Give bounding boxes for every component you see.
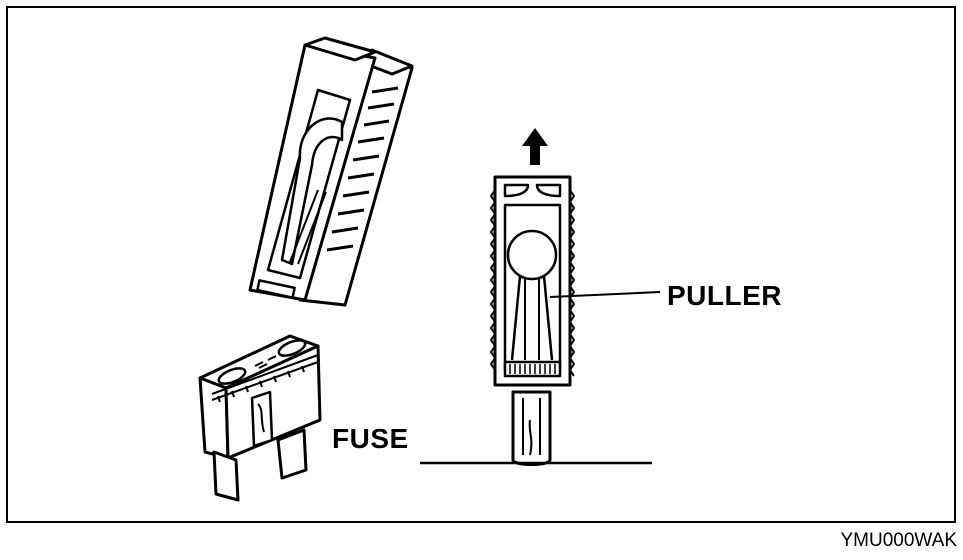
fuse-blade-right bbox=[276, 428, 308, 480]
puller-top-slot-right bbox=[535, 183, 562, 198]
fuse-body-side bbox=[224, 344, 322, 460]
up-arrow-icon bbox=[522, 128, 548, 165]
puller-label: PULLER bbox=[667, 280, 782, 311]
puller-serrated-edge-left bbox=[490, 189, 496, 371]
puller-leader-line bbox=[549, 291, 661, 298]
puller-grip-band bbox=[503, 360, 562, 378]
fuse-rating-mark bbox=[254, 355, 277, 369]
held-fuse-blade bbox=[511, 390, 552, 466]
puller-serrated-edge-right bbox=[569, 189, 575, 377]
fuse-rib-band bbox=[211, 354, 319, 403]
puller-round-window bbox=[506, 229, 558, 281]
fuse-blade-left bbox=[212, 450, 240, 502]
fuse-test-hole-2 bbox=[277, 339, 307, 357]
puller-grip-ribs bbox=[326, 86, 399, 252]
figure-code: YMU000WAK bbox=[840, 530, 958, 551]
fuse-label: FUSE bbox=[332, 423, 409, 454]
puller-top-slot-left bbox=[503, 183, 530, 198]
fuse-illustration bbox=[198, 334, 322, 502]
puller-inner-loop bbox=[280, 117, 344, 266]
fuse-test-hole-1 bbox=[217, 367, 247, 385]
puller-jaw-left-top bbox=[303, 36, 377, 62]
puller-with-fuse-illustration bbox=[490, 175, 575, 466]
diagram-frame bbox=[6, 6, 956, 523]
open-puller-illustration bbox=[248, 36, 414, 307]
